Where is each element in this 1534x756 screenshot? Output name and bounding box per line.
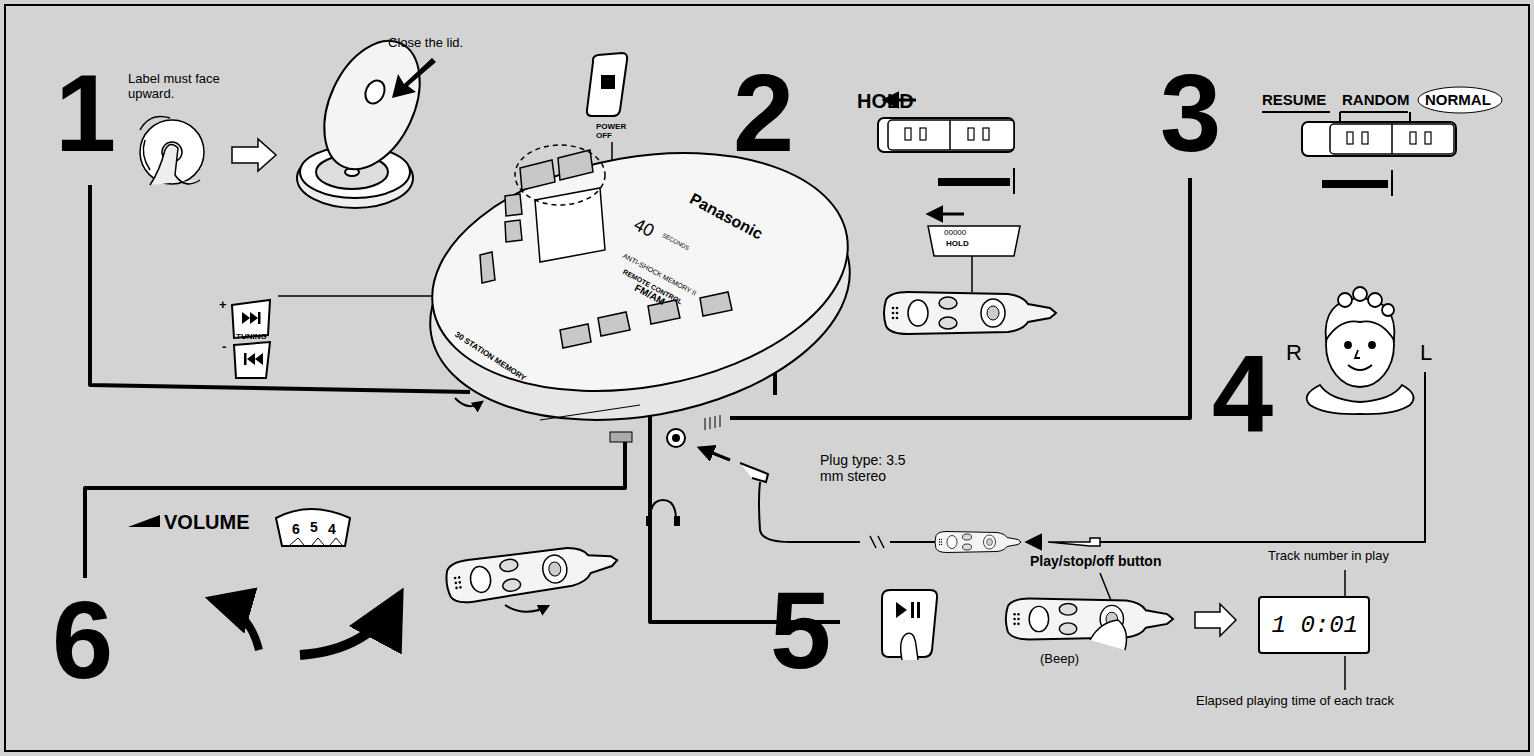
step-number: 5 (770, 575, 831, 685)
step-number: 1 (55, 58, 116, 168)
button-sign: + (219, 298, 227, 313)
note: (Beep) (1040, 652, 1079, 667)
dial-number: 4 (328, 521, 336, 537)
switch-position: RESUME (1262, 91, 1326, 108)
note: Close the lid. (388, 36, 463, 51)
lcd-display: 1 0:01 (1258, 596, 1370, 654)
button-label: POWER OFF (596, 122, 628, 140)
step-number: 2 (733, 58, 794, 168)
switch-label: HOLD (857, 90, 914, 113)
plug-note: Plug type: 3.5 mm stereo (820, 452, 932, 484)
button-sign: - (222, 340, 226, 355)
step-number: 4 (1212, 338, 1273, 448)
display-readout: 1 0:01 (1270, 612, 1358, 639)
button-label: TUNING (236, 332, 267, 341)
switch-print: 00000 (944, 228, 966, 237)
dial-number: 6 (292, 521, 300, 537)
note: Label must face upward. (128, 72, 246, 102)
callout-label: Play/stop/off button (1030, 553, 1161, 569)
callout-label: Track number in play (1268, 549, 1389, 564)
dial-number: 5 (310, 519, 318, 535)
channel-label: R (1286, 340, 1302, 365)
switch-position: RANDOM (1342, 91, 1410, 108)
step-number: 3 (1160, 58, 1221, 168)
callout-label: Elapsed playing time of each track (1196, 694, 1394, 709)
switch-print: HOLD (946, 239, 969, 248)
control-label: VOLUME (164, 511, 250, 534)
step-number: 6 (52, 585, 113, 695)
channel-label: L (1420, 340, 1432, 365)
switch-position: NORMAL (1425, 91, 1491, 108)
